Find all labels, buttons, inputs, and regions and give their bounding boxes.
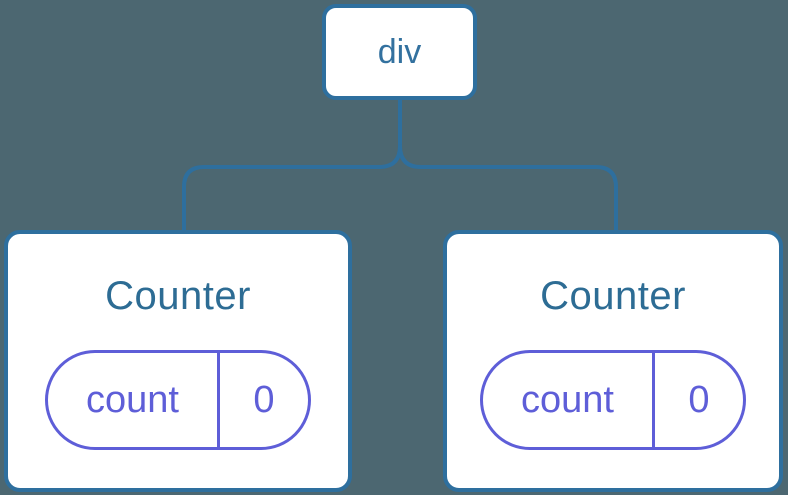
counter-card-right: Counter count 0 [443,230,783,492]
state-value: 0 [253,378,275,421]
state-key-label: count [521,378,614,421]
state-value-section: 0 [220,353,308,447]
state-key-label: count [86,378,179,421]
state-pill: count 0 [480,350,746,450]
state-pill: count 0 [45,350,311,450]
root-node-div: div [322,4,477,100]
state-key-section: count [483,353,655,447]
connector-right-branch [398,144,618,234]
counter-card-left: Counter count 0 [4,230,352,492]
state-key-section: count [48,353,220,447]
root-node-label: div [377,32,422,71]
state-value: 0 [688,378,710,421]
component-title: Counter [105,274,251,318]
connector-left-branch [182,144,402,234]
state-value-section: 0 [655,353,743,447]
component-title: Counter [540,274,686,318]
